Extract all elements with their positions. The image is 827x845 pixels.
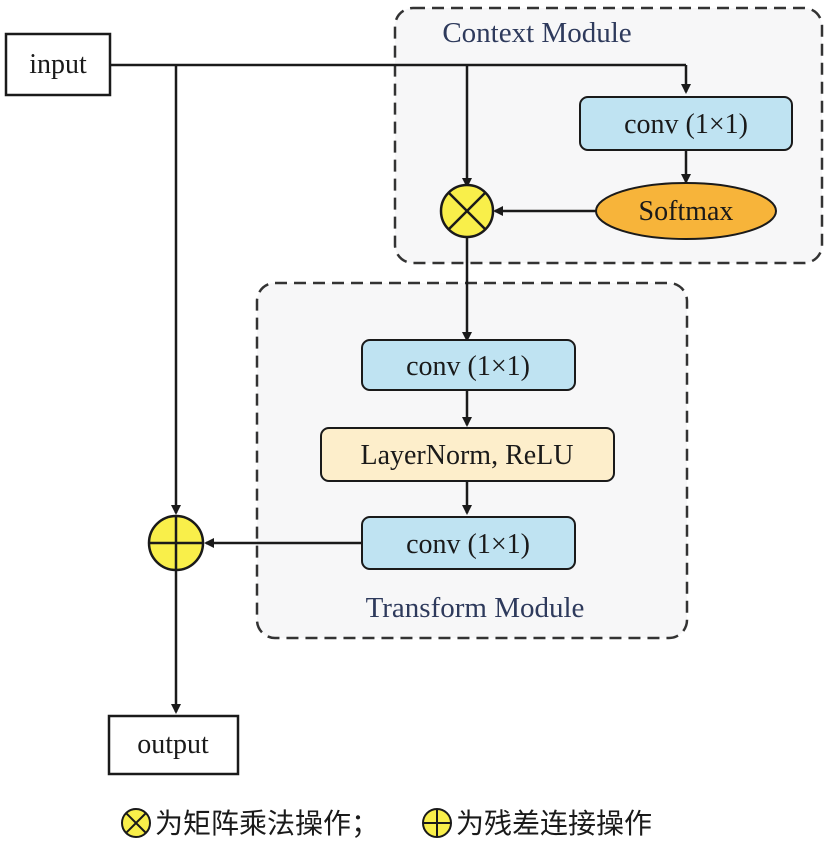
transform-conv2-node: conv (1×1) bbox=[361, 516, 576, 570]
transform-module-title: Transform Module bbox=[366, 592, 585, 624]
svg-text:LayerNorm, ReLU: LayerNorm, ReLU bbox=[360, 440, 573, 471]
svg-text:output: output bbox=[137, 729, 209, 760]
svg-text:conv (1×1): conv (1×1) bbox=[624, 109, 748, 140]
context-conv-node: conv (1×1) bbox=[579, 96, 793, 151]
legend: 为矩阵乘法操作； 为残差连接操作 bbox=[121, 807, 652, 840]
transform-conv1-node: conv (1×1) bbox=[361, 339, 576, 391]
legend-multiply-text: 为矩阵乘法操作； bbox=[155, 807, 379, 840]
svg-text:Softmax: Softmax bbox=[639, 196, 734, 227]
svg-text:conv (1×1): conv (1×1) bbox=[406, 529, 530, 560]
legend-multiply-icon bbox=[121, 808, 151, 838]
svg-text:conv (1×1): conv (1×1) bbox=[406, 351, 530, 382]
add-operator-icon bbox=[147, 514, 205, 572]
layernorm-relu-node: LayerNorm, ReLU bbox=[320, 427, 615, 482]
context-module-title: Context Module bbox=[442, 17, 631, 49]
softmax-node: Softmax bbox=[595, 182, 777, 240]
output-node: output bbox=[107, 714, 240, 776]
multiply-operator-icon bbox=[439, 183, 495, 239]
input-node: input bbox=[4, 32, 112, 97]
svg-text:input: input bbox=[29, 49, 87, 80]
legend-add-icon bbox=[422, 808, 452, 838]
legend-add-text: 为残差连接操作 bbox=[456, 807, 652, 840]
connections bbox=[110, 63, 691, 714]
